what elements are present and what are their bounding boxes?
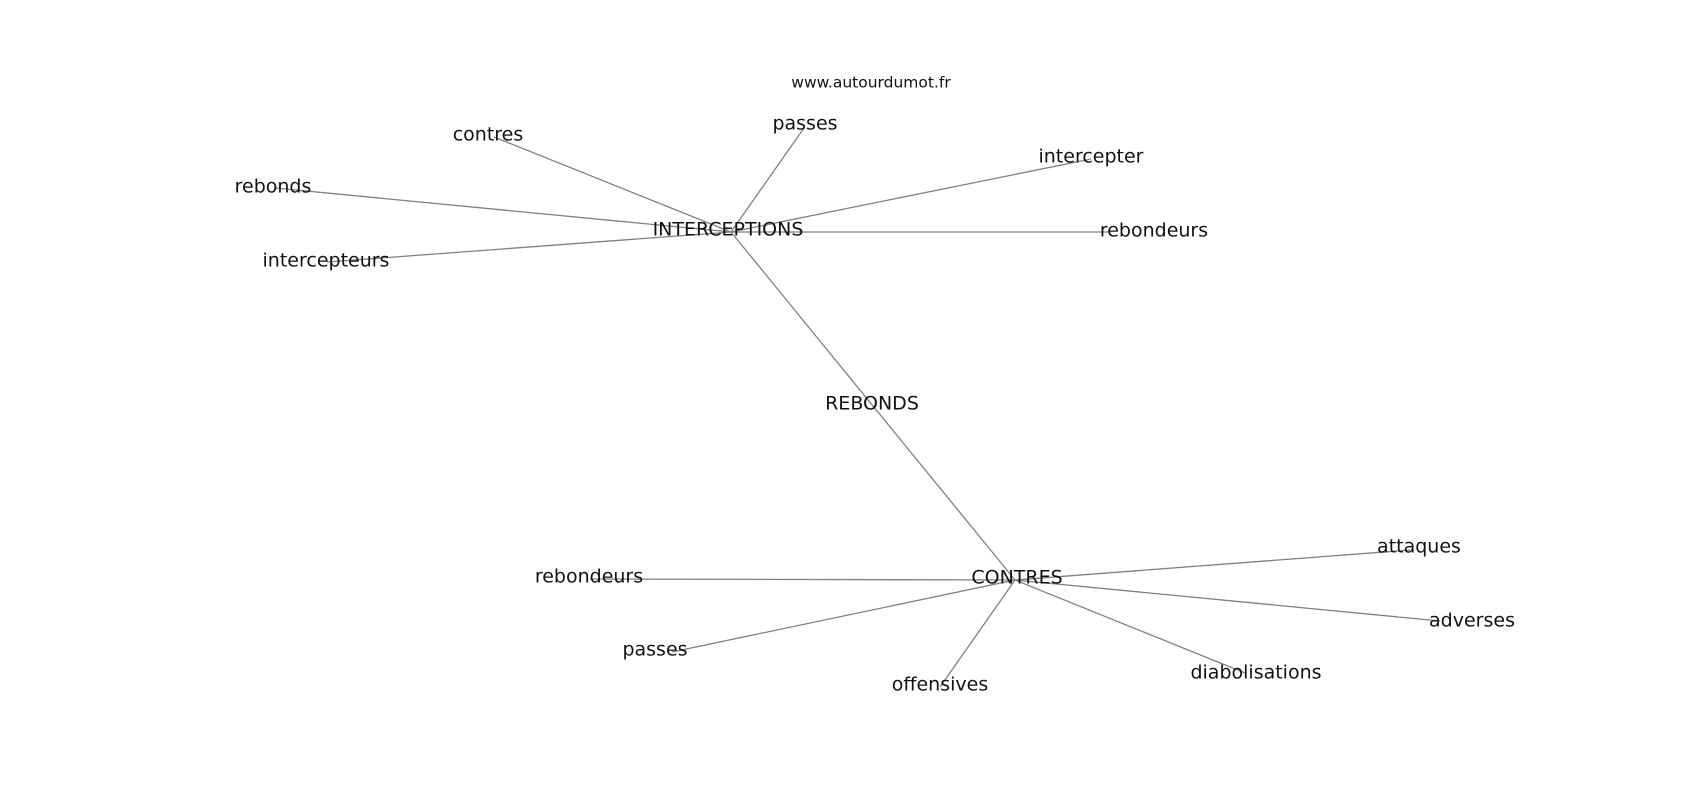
- edge-contres-attaques: [1014, 549, 1411, 581]
- edge-interceptions-contres: [493, 136, 732, 233]
- edge-contres-offensives: [939, 579, 1016, 688]
- leaf-node-offensives: offensives: [892, 674, 988, 696]
- leaf-node-rebondeurs: rebondeurs: [1100, 220, 1208, 242]
- hub-node-contres: CONTRES: [971, 567, 1062, 589]
- leaf-node-passes: passes: [622, 639, 687, 661]
- edge-hub-interceptions-hub-contres: [730, 231, 1016, 581]
- hub-node-interceptions: INTERCEPTIONS: [653, 219, 804, 241]
- watermark-text: www.autourdumot.fr: [791, 74, 951, 92]
- edge-contres-passes: [671, 579, 1016, 653]
- edge-contres-diabolisations: [1014, 579, 1246, 674]
- edge-interceptions-intercepteurs: [326, 231, 732, 263]
- leaf-node-intercepteurs: intercepteurs: [263, 250, 390, 272]
- edge-interceptions-passes: [730, 127, 805, 233]
- leaf-node-contres: contres: [453, 124, 524, 146]
- graph-edges: [274, 127, 1441, 688]
- leaf-node-rebondeurs: rebondeurs: [535, 566, 643, 588]
- edge-interceptions-rebonds: [274, 187, 732, 233]
- edge-contres-rebondeurs: [589, 578, 1016, 581]
- edge-contres-adverses: [1014, 579, 1441, 622]
- leaf-node-diabolisations: diabolisations: [1190, 662, 1321, 684]
- leaf-node-intercepter: intercepter: [1038, 146, 1143, 168]
- leaf-node-adverses: adverses: [1429, 610, 1515, 632]
- leaf-node-rebonds: rebonds: [235, 176, 312, 198]
- leaf-node-passes: passes: [772, 113, 837, 135]
- center-node-label: REBONDS: [825, 393, 919, 415]
- leaf-node-attaques: attaques: [1377, 536, 1461, 558]
- graph-labels: www.autourdumot.fr REBONDS INTERCEPTIONS…: [235, 74, 1515, 696]
- edge-interceptions-intercepter: [730, 158, 1092, 233]
